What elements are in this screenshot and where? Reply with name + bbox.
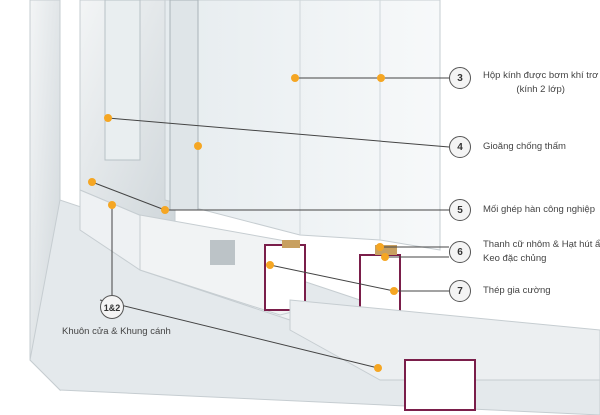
profile-section-left — [264, 244, 306, 311]
callout-1-2-label: Khuôn cửa & Khung cánh — [62, 326, 171, 337]
callout-3-line-2: (kính 2 lớp) — [516, 84, 565, 95]
callout-6-label: Thanh cữ nhôm & Hạt hút ẩm Keo đặc chủng — [483, 238, 600, 266]
callout-6-badge: 6 — [449, 241, 471, 263]
lock-handle — [210, 240, 235, 265]
callout-3-badge: 3 — [449, 67, 471, 89]
callout-1-2-badge: 1&2 — [100, 295, 124, 319]
callout-5-badge: 5 — [449, 199, 471, 221]
callout-3-label: Hộp kính được bơm khí trơ (kính 2 lớp) — [483, 69, 598, 97]
right-sash-edge — [169, 0, 199, 211]
callout-4-badge: 4 — [449, 136, 471, 158]
callout-7-badge: 7 — [449, 280, 471, 302]
track — [289, 299, 600, 381]
callout-6-line-2: Keo đặc chủng — [483, 253, 547, 264]
callout-6-line-1: Thanh cữ nhôm & Hạt hút ẩm — [483, 239, 600, 250]
track-end — [404, 359, 476, 411]
callout-7-label: Thép gia cường — [483, 285, 551, 296]
callout-dots — [88, 74, 398, 372]
left-sash-glass — [104, 0, 141, 161]
right-sash — [164, 0, 441, 251]
callout-4-label: Gioăng chống thấm — [483, 141, 566, 152]
callout-3-line-1: Hộp kính được bơm khí trơ — [483, 70, 599, 81]
callout-5-label: Mối ghép hàn công nghiệp — [483, 204, 595, 215]
